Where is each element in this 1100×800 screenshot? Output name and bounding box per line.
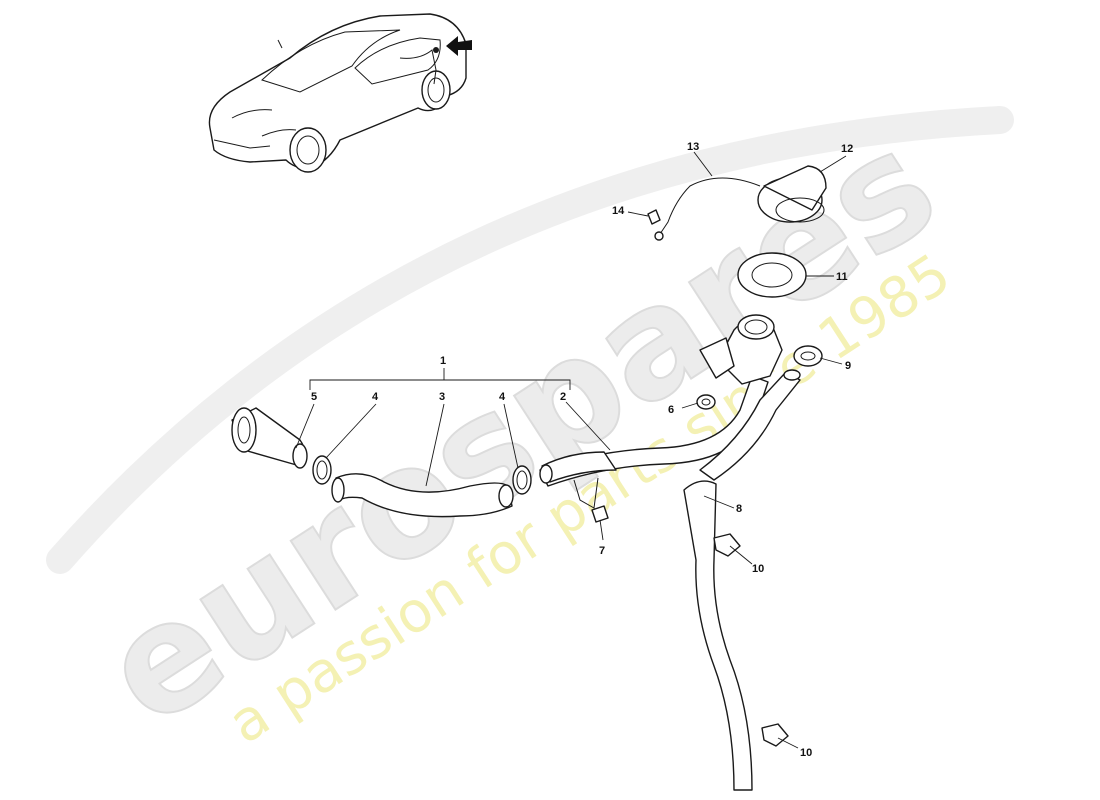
callout-10-upper: 10 [752,563,764,575]
leader-lines [295,151,847,749]
small-parts [591,165,827,747]
watermark-swoosh [46,106,1014,574]
callout-1: 1 [440,355,446,367]
rivet [647,209,661,225]
callout-4-left: 4 [372,391,379,403]
grommet [793,345,823,367]
callout-11: 11 [836,271,848,283]
callout-labels: 1 2 3 4 4 5 6 7 8 9 10 10 11 12 13 14 [311,141,853,759]
watermark: eurospares a passion for parts since 198… [46,97,1014,761]
cap-tether [659,177,761,235]
location-arrow-icon [446,36,472,56]
pipe-clip-upper [713,533,741,557]
callout-9: 9 [845,360,851,372]
callout-2: 2 [560,391,566,403]
callout-4-right: 4 [499,391,506,403]
callout-12: 12 [841,143,853,155]
filler-pipe-assembly [231,314,801,791]
pipe-clip-lower [761,723,789,747]
callout-3: 3 [439,391,445,403]
callout-6: 6 [668,404,674,416]
callout-5: 5 [311,391,317,403]
seal-ring [737,252,807,298]
callout-14: 14 [612,205,625,217]
filler-location-dot [433,47,439,53]
callout-10-lower: 10 [800,747,812,759]
callout-7: 7 [599,545,605,557]
callout-13: 13 [687,141,699,153]
bolt [591,505,609,523]
bush [696,394,716,410]
car-locator-illustration [208,13,472,173]
callout-8: 8 [736,503,742,515]
